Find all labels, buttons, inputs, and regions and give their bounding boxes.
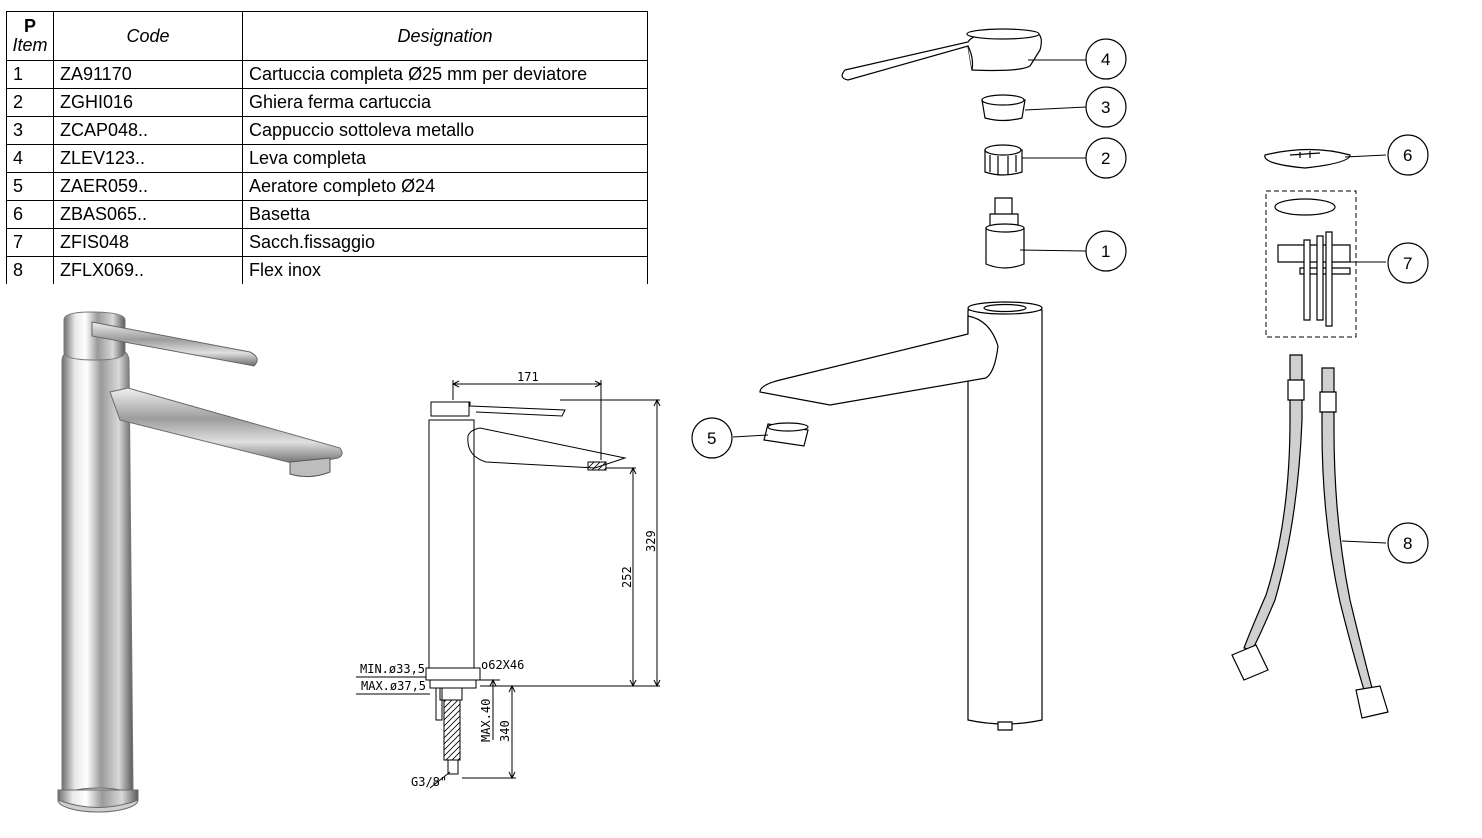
row-code: ZCAP048.. (53, 116, 243, 145)
row-designation: Sacch.fissaggio (242, 228, 648, 257)
row-designation: Basetta (242, 200, 648, 229)
callout-4-circle (1085, 38, 1127, 80)
dim-hose-length: 340 (498, 720, 512, 742)
part-lever (841, 32, 1042, 81)
callout-6-circle (1387, 134, 1429, 176)
row-code: ZLEV123.. (53, 144, 243, 173)
dim-thread: G3/8" (411, 775, 447, 789)
callout-5-circle (691, 417, 733, 459)
callout-1: 1 (1101, 242, 1110, 261)
header-p: P (23, 16, 36, 36)
row-item: 7 (6, 228, 54, 257)
dim-hole-min: MIN.ø33,5 (360, 662, 425, 676)
row-code: ZFLX069.. (53, 256, 243, 284)
dim-max-thickness: MAX.40 (479, 699, 493, 742)
part-bracket (1277, 244, 1351, 263)
kit-frame (1265, 190, 1357, 338)
header-code: Code (53, 11, 243, 61)
row-designation: Cartuccia completa Ø25 mm per deviatore (242, 60, 648, 89)
dim-spout-height: 252 (620, 566, 634, 588)
dim-total-height: 329 (644, 530, 658, 552)
callout-7: 7 (1403, 254, 1412, 273)
header-item: P Item (6, 11, 54, 61)
callout-8-circle (1387, 522, 1429, 564)
dimension-drawing (356, 380, 661, 789)
row-code: ZGHI016 (53, 88, 243, 117)
part-oring (1274, 198, 1336, 216)
callout-3-circle (1085, 86, 1127, 128)
callout-2: 2 (1101, 149, 1110, 168)
faucet-photo (57, 311, 343, 813)
callout-7-circle (1387, 242, 1429, 284)
header-designation: Designation (242, 11, 648, 61)
callout-8: 8 (1403, 534, 1412, 553)
row-code: ZFIS048 (53, 228, 243, 257)
callout-leaders (732, 59, 1387, 544)
callout-5: 5 (707, 429, 716, 448)
dim-spout-reach: 171 (517, 370, 539, 384)
part-nut (984, 149, 1023, 176)
callout-4: 4 (1101, 50, 1110, 69)
row-item: 8 (6, 256, 54, 284)
callout-circles (691, 38, 1429, 564)
dim-hole-max: MAX.ø37,5 (361, 679, 426, 693)
callout-6: 6 (1403, 146, 1412, 165)
flex-hoses (1231, 354, 1389, 719)
row-designation: Cappuccio sottoleva metallo (242, 116, 648, 145)
row-item: 2 (6, 88, 54, 117)
dim-base: o62X46 (481, 658, 524, 672)
exploded-view (759, 28, 1351, 731)
callout-1-circle (1085, 230, 1127, 272)
table-header-row: P Item Code Designation (6, 11, 648, 61)
callout-2-circle (1085, 137, 1127, 179)
row-code: ZA91170 (53, 60, 243, 89)
part-cap (981, 99, 1026, 122)
part-base-plate (1264, 148, 1351, 169)
row-item: 6 (6, 200, 54, 229)
row-item: 5 (6, 172, 54, 201)
header-item-label: Item (12, 35, 48, 55)
callout-3: 3 (1101, 98, 1110, 117)
row-designation: Flex inox (242, 256, 648, 284)
row-designation: Leva completa (242, 144, 648, 173)
